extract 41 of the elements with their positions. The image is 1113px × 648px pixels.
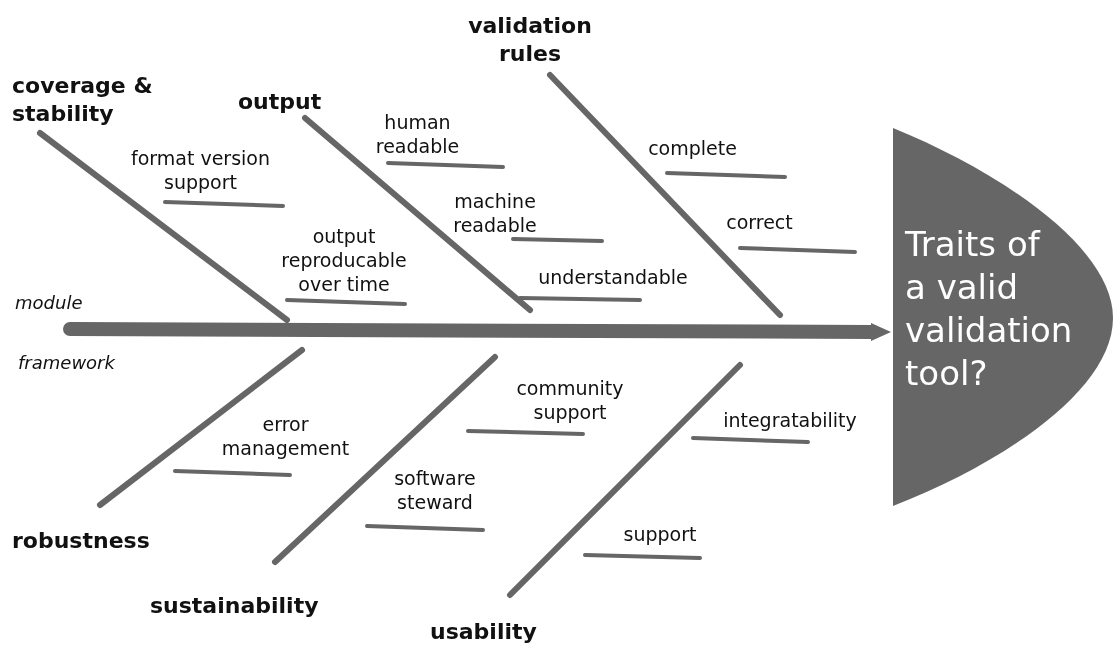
category-label: coverage & stability: [12, 72, 192, 128]
bone-line: [507, 362, 743, 598]
fish-head: [893, 128, 1113, 506]
cause-label: machine readable: [440, 189, 550, 237]
category-label: usability: [430, 618, 570, 646]
cause-label: correct: [712, 210, 807, 234]
spine-arrow: [63, 322, 891, 341]
branch-line: [163, 200, 285, 208]
side-label: framework: [18, 352, 115, 373]
side-label: module: [15, 292, 83, 313]
category-label: validation rules: [455, 12, 605, 68]
category-label: output: [238, 88, 338, 116]
bone-line: [97, 347, 305, 508]
branch-line: [386, 161, 505, 169]
branch-line: [173, 469, 292, 477]
cause-label: understandable: [518, 265, 708, 289]
bone-line: [302, 115, 533, 313]
branch-line: [583, 553, 702, 560]
branch-line: [285, 298, 407, 306]
bone-line: [547, 72, 783, 318]
cause-label: software steward: [380, 466, 490, 514]
cause-label: error management: [198, 412, 373, 460]
bone-line: [272, 354, 498, 565]
branch-line: [665, 171, 787, 179]
cause-label: community support: [500, 376, 640, 424]
category-label: sustainability: [150, 592, 370, 620]
branch-line: [511, 237, 604, 243]
branch-line: [738, 246, 857, 254]
branch-line: [518, 296, 642, 302]
cause-label: complete: [630, 136, 755, 160]
cause-label: format version support: [108, 146, 293, 194]
cause-label: human readable: [355, 110, 480, 158]
category-label: robustness: [12, 527, 192, 555]
cause-label: integratability: [705, 408, 875, 432]
branch-line: [466, 429, 585, 436]
branch-line: [365, 524, 485, 532]
cause-label: support: [605, 522, 715, 546]
branch-line: [691, 436, 810, 444]
head-text: Traits of a valid validation tool?: [905, 223, 1070, 395]
bone-line: [37, 130, 290, 323]
cause-label: output reproducable over time: [276, 224, 412, 296]
